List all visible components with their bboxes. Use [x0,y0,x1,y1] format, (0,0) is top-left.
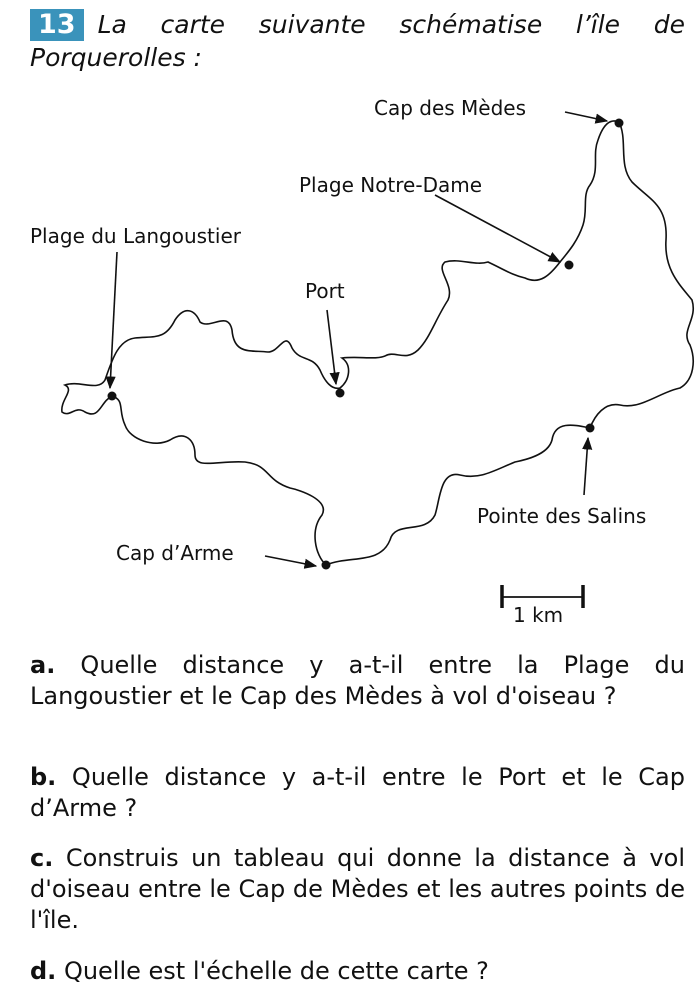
island-map: Cap des Mèdes Plage Notre-Dame Plage du … [30,96,695,627]
label-arrows [105,111,609,569]
question-a: a. Quelle distance y a-t-il entre la Pla… [30,651,685,710]
scale-label: 1 km [513,603,563,627]
label-plage-notre-dame: Plage Notre-Dame [299,173,482,197]
point-plage-notre-dame [564,260,574,270]
scale-bar [500,585,585,608]
arrow-port [326,309,340,386]
question-b: b. Quelle distance y a-t-il entre le Por… [30,763,685,822]
arrow-pointe-salins [582,436,593,496]
intro-text: La carte suivante schématise l’île de Po… [30,10,685,72]
arrow-cap-arme [264,555,318,569]
map-points [107,118,624,570]
point-cap-medes [614,118,624,128]
arrow-plage-langoustier [105,251,118,390]
label-plage-langoustier: Plage du Langoustier [30,224,242,248]
question-c: c. Construis un tableau qui donne la dis… [30,844,685,934]
label-pointe-salins: Pointe des Salins [477,504,646,528]
point-cap-arme [321,560,331,570]
point-port [335,388,345,398]
label-cap-medes: Cap des Mèdes [374,96,526,120]
question-d: d. Quelle est l'échelle de cette carte ? [30,957,489,985]
exercise-number-badge: 13 [30,9,84,41]
label-port: Port [305,279,345,303]
arrow-plage-notre-dame [434,194,562,263]
point-plage-langoustier [107,391,117,401]
point-pointe-salins [585,423,595,433]
label-cap-arme: Cap d’Arme [116,541,234,565]
arrow-cap-medes [564,111,609,124]
